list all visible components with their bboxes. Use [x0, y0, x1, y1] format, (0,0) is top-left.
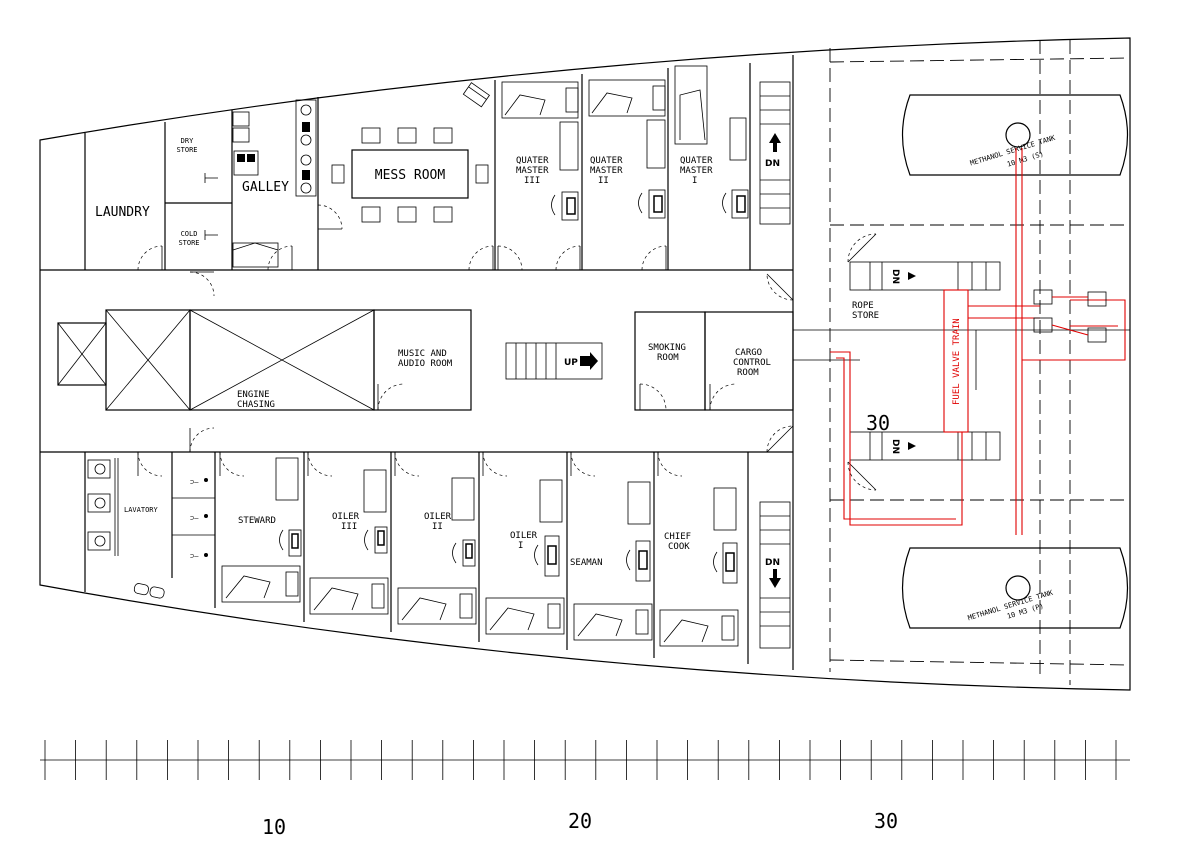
room-qm3: QUATER MASTER III [501, 81, 579, 221]
stair-bottom-dn: DN [765, 558, 780, 568]
room-label-qm2-b: MASTER [590, 166, 623, 176]
room-label-music: MUSIC AND [398, 349, 447, 359]
doors-bottom [137, 427, 683, 477]
room-qm2: QUATER MASTER II [588, 79, 666, 219]
stair-up: UP [505, 342, 603, 380]
bottom-row-walls [84, 452, 749, 664]
room-qm1: QUATER MASTER I [674, 65, 749, 219]
stair-top: DN [759, 81, 791, 225]
stair-bottom: DN [759, 501, 791, 649]
room-cargo-control: CARGO CONTROL ROOM [704, 273, 794, 453]
room-galley: GALLEY [232, 99, 317, 268]
room-label-oiler1-a: OILER [510, 531, 538, 541]
rope-dn-bottom: DN [890, 439, 900, 454]
room-label-audio-room: AUDIO ROOM [398, 359, 453, 369]
room-label-rope: ROPE [852, 301, 874, 311]
room-label-seaman: SEAMAN [570, 558, 603, 568]
room-label-qm1-b: MASTER [680, 166, 713, 176]
room-chief-cook: CHIEF COOK [659, 487, 739, 647]
room-label-qm1-c: I [692, 176, 697, 186]
room-label-smoking: SMOKING [648, 343, 686, 353]
room-laundry: LAUNDRY [95, 205, 150, 220]
scale-label-30: 30 [874, 809, 898, 833]
room-label-cold-store: STORE [178, 239, 199, 247]
room-label-chasing: CHASING [237, 400, 275, 410]
room-label-oiler2-a: OILER [424, 512, 452, 522]
room-label-qm2-a: QUATER [590, 156, 623, 166]
room-label-dry: DRY [181, 137, 194, 145]
room-lavatory: LAVATORY ⊃— ⊃— ⊃— [87, 458, 208, 599]
room-label-cook: COOK [668, 542, 690, 552]
scale-ticks [44, 740, 1117, 780]
room-label-oiler3-b: III [341, 522, 357, 532]
room-label-mess: MESS ROOM [375, 168, 446, 183]
doors-top [137, 204, 667, 297]
rope-store: DN ROPE STORE DN 30 [847, 233, 1001, 491]
room-label-qm2-c: II [598, 176, 609, 186]
room-label-oiler2-b: II [432, 522, 443, 532]
room-label-galley: GALLEY [242, 180, 289, 195]
room-oiler1: OILER I [485, 479, 565, 635]
room-label-cargo: CARGO [735, 348, 762, 358]
top-row-walls [84, 63, 751, 270]
tank-bottom: METHANOL SERVICE TANK 10 M3 (P) [901, 547, 1129, 629]
tank-top: METHANOL SERVICE TANK 10 M3 (S) [901, 94, 1129, 176]
room-label-laundry: LAUNDRY [95, 205, 150, 220]
room-dry-store: DRY STORE [176, 137, 218, 183]
room-label-qm3-c: III [524, 176, 540, 186]
fuel-system: FUEL VALVE TRAIN [830, 148, 1126, 535]
room-label-engine: ENGINE [237, 390, 270, 400]
room-label-oiler3-a: OILER [332, 512, 360, 522]
room-cold-store: COLD STORE [178, 230, 218, 247]
room-label-oiler1-b: I [518, 541, 523, 551]
rope-dn-top: DN [890, 269, 900, 284]
svg-text:⊃—: ⊃— [190, 514, 199, 522]
room-label-smoking-room: ROOM [657, 353, 679, 363]
room-oiler3: OILER III [309, 469, 389, 615]
room-label-qm3-a: QUATER [516, 156, 549, 166]
engine-casing-block: ENGINE CHASING MUSIC AND AUDIO ROOM [57, 309, 472, 411]
room-smoking: SMOKING ROOM [634, 311, 706, 411]
svg-text:⊃—: ⊃— [190, 478, 199, 486]
stair-top-dn: DN [765, 159, 780, 169]
room-label-lavatory: LAVATORY [124, 506, 159, 514]
frame-mark-30: 30 [866, 411, 890, 435]
room-label-steward: STEWARD [238, 516, 276, 526]
room-seaman: SEAMAN [570, 481, 653, 641]
room-steward: STEWARD [221, 457, 302, 603]
frame-scale: 10 20 30 [40, 740, 1130, 839]
fuel-valve-train-label: FUEL VALVE TRAIN [952, 318, 962, 405]
room-label-qm3-b: MASTER [516, 166, 549, 176]
room-oiler2: OILER II [397, 477, 477, 625]
room-label-dry-store: STORE [176, 146, 197, 154]
room-label-rope-store: STORE [852, 311, 879, 321]
room-label-control: CONTROL [733, 358, 771, 368]
scale-label-20: 20 [568, 809, 592, 833]
scale-label-10: 10 [262, 815, 286, 839]
stair-up-label: UP [564, 358, 578, 368]
room-label-cargo-room: ROOM [737, 368, 759, 378]
svg-text:⊃—: ⊃— [190, 552, 199, 560]
room-label-chief: CHIEF [664, 532, 691, 542]
room-label-qm1-a: QUATER [680, 156, 713, 166]
room-label-cold: COLD [181, 230, 198, 238]
room-mess: MESS ROOM [331, 82, 490, 223]
